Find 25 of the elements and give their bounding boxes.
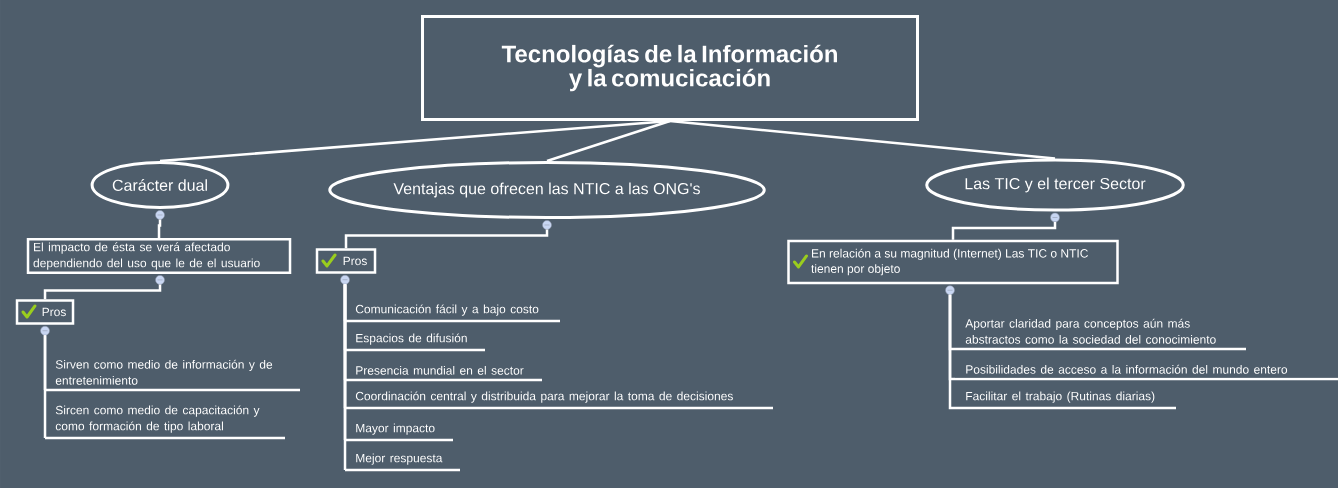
- connector-line: [157, 219, 162, 239]
- list-item: Posibilidades de acceso a la información del mundo entero: [955, 364, 1338, 381]
- connector-line: [43, 335, 47, 438]
- text-box: El impacto de ésta se verá afectado dependiendo del uso que le de el usuario: [26, 238, 292, 274]
- list-item: Mayor impacto: [345, 423, 453, 442]
- connector-line: [343, 284, 347, 470]
- connector-line: [546, 119, 671, 163]
- connector-line: [948, 294, 955, 410]
- text-box: En relación a su magnitud (Internet) Las TIC o NTIC tienen por objeto: [787, 239, 1119, 285]
- list-item: Espacios de difusión: [345, 333, 485, 352]
- list-item: Aportar claridad para conceptos aún más abstractos como la sociedad del conocimiento: [955, 318, 1246, 351]
- list-item: Coordinación central y distribuida para mejorar la toma de decisiones: [345, 391, 773, 410]
- list-item: Presencia mundial en el sector: [345, 365, 542, 382]
- title-box: Tecnologías de la Información y la comucicación: [421, 15, 919, 121]
- list-item: Mejor respuesta: [345, 453, 460, 472]
- list-item: Comunicación fácil y a bajo costo: [345, 304, 560, 323]
- tag-box: Pros: [315, 248, 377, 274]
- connector-line: [669, 119, 1056, 160]
- list-item: Sircen como medio de capacitación y como formación de tipo laboral: [45, 405, 285, 440]
- list-item: Sirven como medio de información y de entretenimiento: [45, 359, 300, 392]
- list-item: Facilitar el trabajo (Rutinas diarias): [955, 391, 1176, 410]
- connector-line: [951, 222, 1057, 240]
- connector-line: [43, 284, 162, 300]
- connector-line: [344, 229, 549, 249]
- tag-box: Pros: [15, 299, 75, 325]
